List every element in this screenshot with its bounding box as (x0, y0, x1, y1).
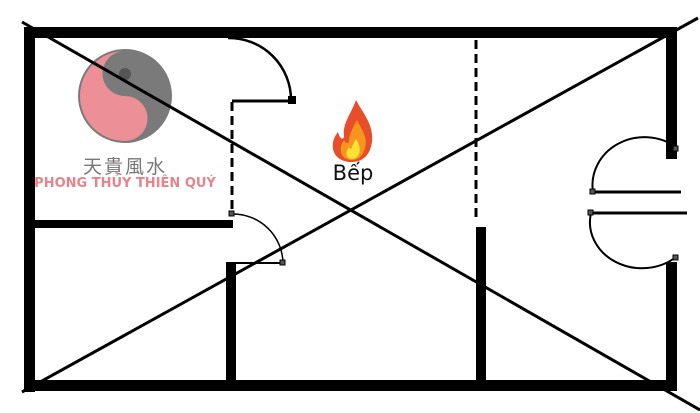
outer-walls (24, 27, 677, 392)
logo-brand-text: PHONG THỦY THIÊN QUÝ (34, 176, 216, 191)
fire-icon (332, 100, 373, 162)
yin-yang-icon (78, 49, 172, 143)
room-label-kitchen: Bếp (332, 161, 374, 185)
diagonal-cross (21, 16, 700, 412)
logo-chinese-text: 天貴風水 (82, 156, 168, 178)
inner-walls (35, 40, 486, 390)
doors (227, 36, 687, 270)
